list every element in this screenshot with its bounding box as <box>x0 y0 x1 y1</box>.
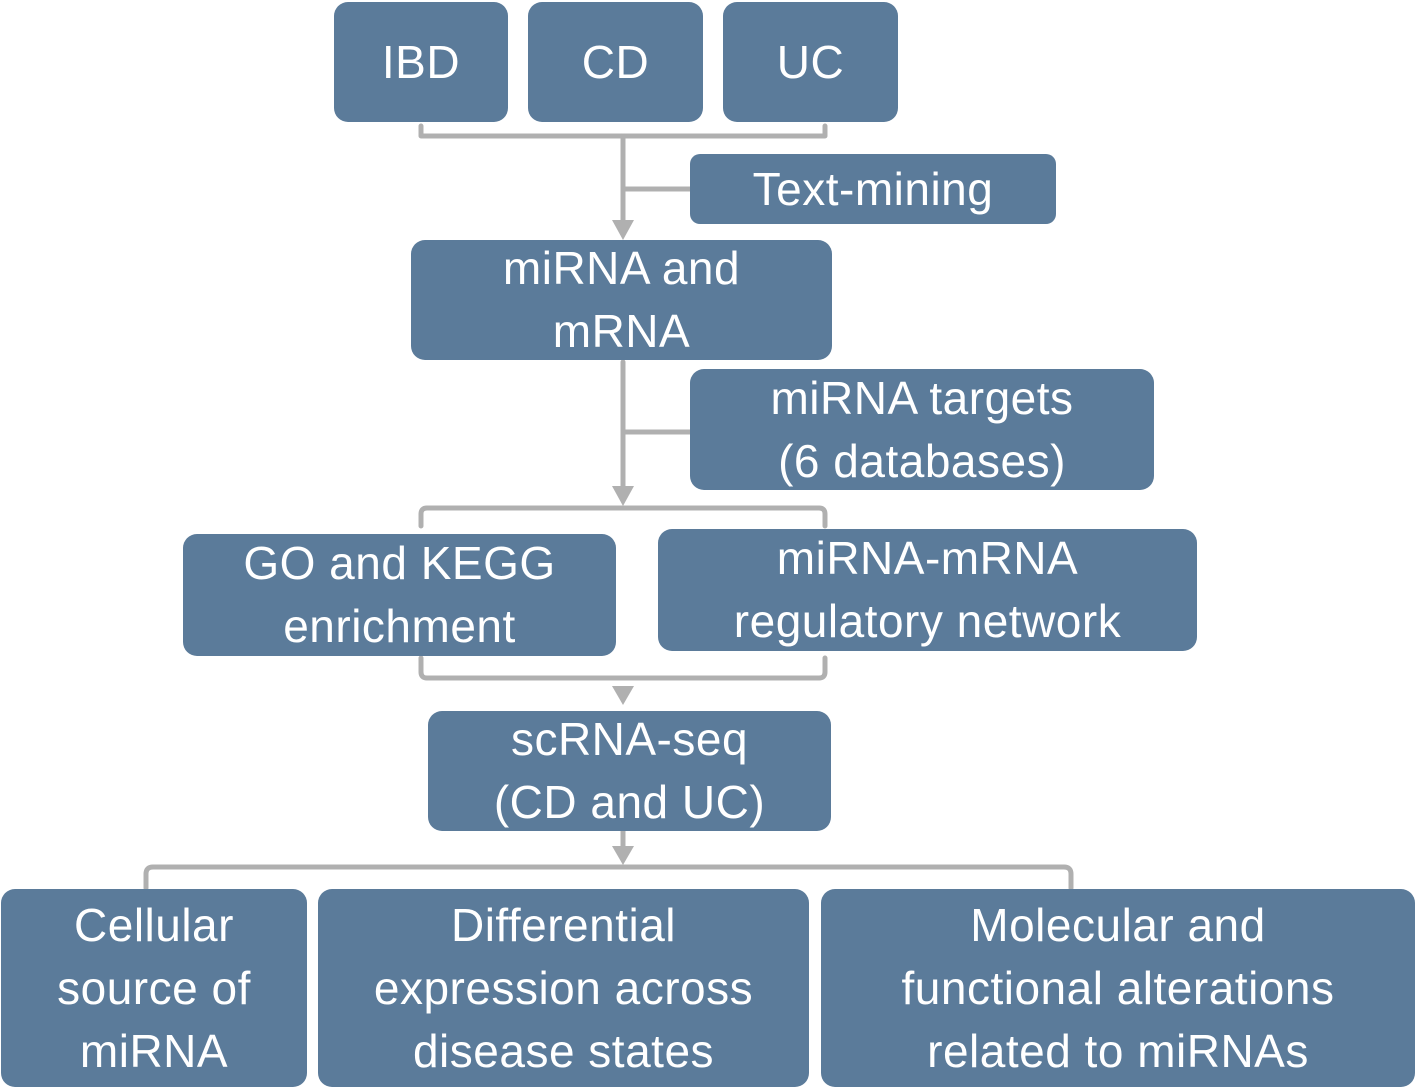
arrowhead-2 <box>612 486 634 506</box>
node-mirna-mrna-line-1: miRNA and <box>502 242 741 294</box>
node-uc: UC <box>723 2 898 122</box>
node-network-line-2: regulatory network <box>733 595 1122 647</box>
node-cellular-source-line-1: Cellular <box>74 898 234 951</box>
bottom-bracket-connector <box>143 864 1074 891</box>
node-molecular-functional-line-3: related to miRNAs <box>927 1024 1309 1077</box>
node-cellular-source-line-2: source of <box>57 961 251 1014</box>
node-molecular-functional: Molecular and functional alterations rel… <box>821 889 1415 1087</box>
node-mirna-targets: miRNA targets (6 databases) <box>690 369 1154 490</box>
node-differential-expression-line-3: disease states <box>412 1024 715 1077</box>
node-go-kegg-line-1: GO and KEGG <box>243 537 556 589</box>
node-mirna-targets-line-2: (6 databases) <box>778 434 1066 487</box>
arrowhead-4 <box>612 846 634 865</box>
node-scrna-seq-line-2: (CD and UC) <box>493 776 766 828</box>
node-text-mining: Text-mining <box>690 154 1056 224</box>
node-cd-label: CD <box>581 35 650 88</box>
node-scrna-seq-line-1: scRNA-seq <box>510 713 749 765</box>
node-scrna-seq: scRNA-seq (CD and UC) <box>428 711 831 831</box>
node-ibd: IBD <box>334 2 508 122</box>
node-cd: CD <box>528 2 703 122</box>
node-differential-expression: Differential expression across disease s… <box>318 889 809 1087</box>
node-regulatory-network: miRNA-mRNA regulatory network <box>658 529 1197 651</box>
node-go-kegg: GO and KEGG enrichment <box>183 534 616 656</box>
split-bracket-connector <box>418 505 828 529</box>
node-differential-expression-line-2: expression across <box>373 961 754 1014</box>
node-ibd-label: IBD <box>381 35 461 88</box>
arrowhead-1 <box>612 220 634 240</box>
node-go-kegg-line-2: enrichment <box>283 600 516 652</box>
node-text-mining-label: Text-mining <box>752 162 994 215</box>
node-cellular-source-line-3: miRNA <box>79 1024 229 1077</box>
node-mirna-mrna: miRNA and mRNA <box>411 240 832 360</box>
node-cellular-source: Cellular source of miRNA <box>1 889 307 1087</box>
node-uc-label: UC <box>776 35 845 88</box>
node-differential-expression-line-1: Differential <box>450 898 677 951</box>
node-mirna-targets-line-1: miRNA targets <box>770 371 1074 424</box>
node-molecular-functional-line-2: functional alterations <box>901 961 1335 1014</box>
merge-bracket-connector <box>418 655 828 681</box>
arrowhead-3 <box>612 686 634 705</box>
node-network-line-1: miRNA-mRNA <box>776 532 1079 584</box>
node-molecular-functional-line-1: Molecular and <box>970 898 1266 951</box>
node-mirna-mrna-line-2: mRNA <box>552 305 691 357</box>
